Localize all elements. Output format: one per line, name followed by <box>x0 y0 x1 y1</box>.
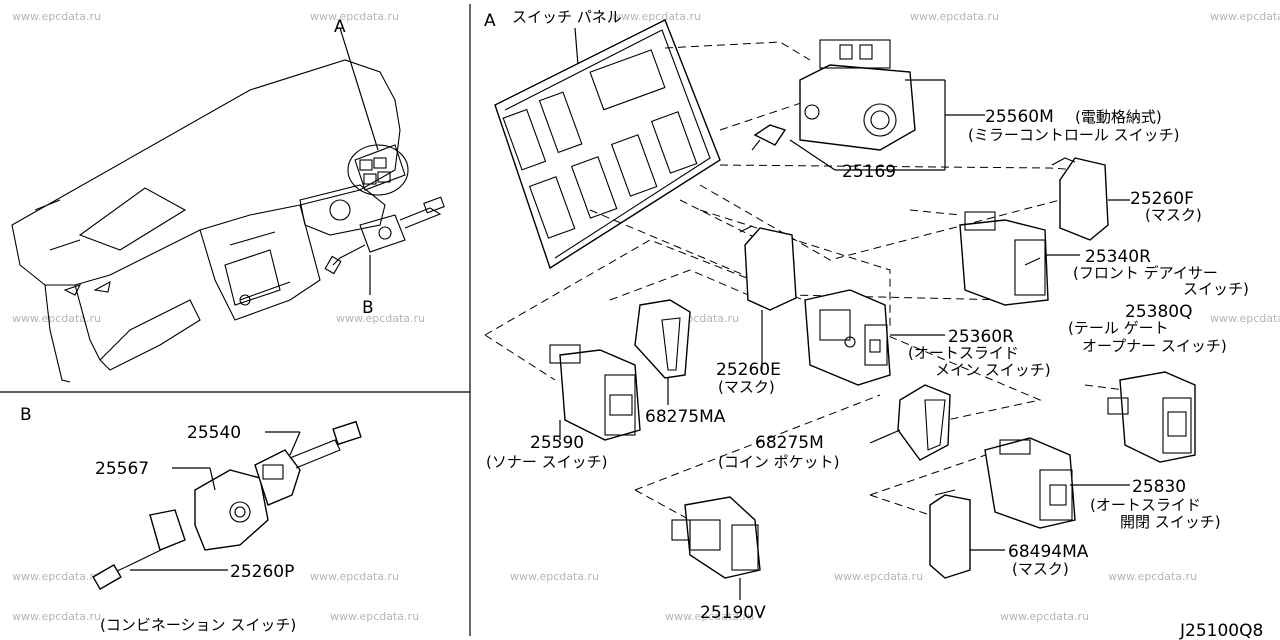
part-desc-p12: (マスク) <box>1012 560 1069 578</box>
part-number-p1: 25560M <box>985 107 1054 127</box>
mask-25260e <box>739 225 797 311</box>
watermark: www.epcdata.ru <box>336 312 425 325</box>
watermark: www.epcdata.ru <box>1000 610 1089 623</box>
part-number-p10: 68275M <box>755 433 824 453</box>
watermark: www.epcdata.ru <box>612 10 701 23</box>
part-desc2-p11: 開閉 スイッチ) <box>1120 513 1221 531</box>
part-number-p12: 68494MA <box>1008 542 1089 562</box>
part-desc-p11: (オートスライド <box>1090 496 1201 514</box>
mask-25260f <box>1051 157 1109 241</box>
watermark: www.epcdata.ru <box>310 570 399 583</box>
leader-line <box>289 431 301 456</box>
leader-line <box>574 27 579 66</box>
auto-slide-main-switch <box>804 289 891 386</box>
watermark: www.epcdata.ru <box>1210 312 1280 325</box>
watermark: www.epcdata.ru <box>12 610 101 623</box>
clip-25169 <box>751 124 787 151</box>
section-label-b-detail: B <box>20 405 32 425</box>
watermark: www.epcdata.ru <box>834 570 923 583</box>
switch-panel-illustration <box>494 19 721 270</box>
watermark: www.epcdata.ru <box>665 610 754 623</box>
part-desc-p9: (ソナー スイッチ) <box>486 453 607 471</box>
watermark: www.epcdata.ru <box>1210 10 1280 23</box>
watermark: www.epcdata.ru <box>1108 570 1197 583</box>
watermark: www.epcdata.ru <box>12 312 101 325</box>
part-desc-p7: (マスク) <box>718 378 775 396</box>
part-desc2-p6: メイン スイッチ) <box>935 361 1051 379</box>
leader-line <box>869 429 901 444</box>
combination-switch-illustration <box>92 420 362 591</box>
coin-pocket <box>897 384 951 461</box>
part-desc-p6: (オートスライド <box>908 344 1019 362</box>
combo-caption: (コンビネーション スイッチ) <box>100 616 296 634</box>
section-label-a: A <box>334 17 346 37</box>
mask-68494ma <box>929 489 971 579</box>
part-number-p6: 25360R <box>948 327 1014 347</box>
watermark-layer: www.epcdata.ru www.epcdata.ru www.epcdat… <box>12 10 1280 623</box>
part-desc-p5: (テール ゲート <box>1068 319 1169 337</box>
part-number-p4: 25340R <box>1085 247 1151 267</box>
part-number-p9: 25590 <box>530 433 584 453</box>
panel-title: スイッチ パネル <box>512 8 622 26</box>
watermark: www.epcdata.ru <box>12 570 101 583</box>
leader-line <box>209 467 216 491</box>
part-number-p11: 25830 <box>1132 477 1186 497</box>
watermark: www.epcdata.ru <box>12 10 101 23</box>
part-desc2-p1: (ミラーコントロール スイッチ) <box>968 126 1179 144</box>
leader-line <box>789 139 836 171</box>
coin-pocket-ma <box>634 299 691 379</box>
part-desc2-p5: オープナー スイッチ) <box>1082 337 1227 355</box>
part-number-c1: 25540 <box>187 423 241 443</box>
part-number-p13: 25190V <box>700 603 766 623</box>
watermark: www.epcdata.ru <box>310 10 399 23</box>
diagram-code: J25100Q8 <box>1179 621 1263 640</box>
part-number-c3: 25260P <box>230 562 294 582</box>
front-deicer-switch <box>959 211 1049 306</box>
dashboard-illustration <box>11 27 445 383</box>
part-number-p5: 25380Q <box>1125 302 1192 322</box>
part-number-p7: 25260E <box>716 360 781 380</box>
part-number-c2: 25567 <box>95 459 149 479</box>
mirror-control-switch <box>799 39 916 151</box>
tail-gate-opener-switch <box>1107 371 1196 463</box>
part-desc-p4: (フロント デアイサー <box>1073 264 1218 282</box>
watermark: www.epcdata.ru <box>910 10 999 23</box>
watermark: www.epcdata.ru <box>510 570 599 583</box>
section-label-b: B <box>362 298 374 318</box>
watermark: www.epcdata.ru <box>330 610 419 623</box>
switch-25190v <box>671 496 761 579</box>
part-number-p2: 25169 <box>842 162 896 182</box>
section-label-a-detail: A <box>484 11 496 31</box>
part-desc-p10: (コイン ポケット) <box>718 453 839 471</box>
part-desc-p3: (マスク) <box>1145 206 1202 224</box>
auto-slide-open-close-switch <box>984 437 1076 529</box>
part-number-p8: 68275MA <box>645 407 726 427</box>
part-desc-p1: (電動格納式) <box>1075 108 1162 126</box>
part-number-p3: 25260F <box>1130 189 1194 209</box>
part-desc2-p4: スイッチ) <box>1183 280 1249 298</box>
sonar-switch <box>549 344 641 441</box>
